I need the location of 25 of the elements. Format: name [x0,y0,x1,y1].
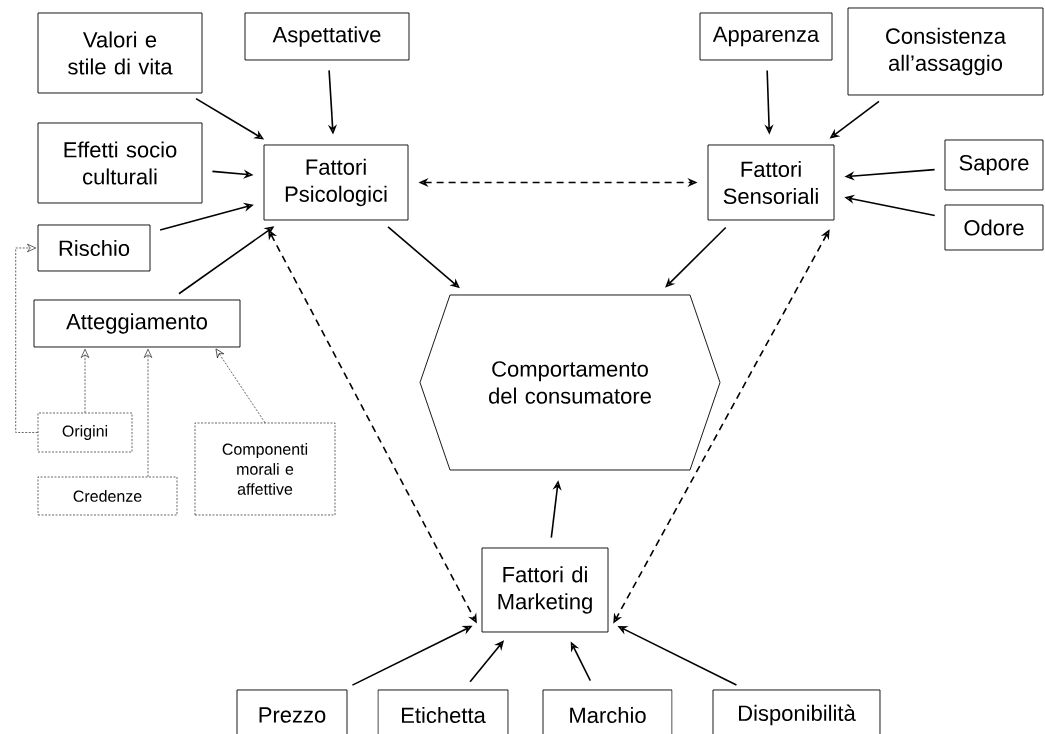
text-box: Disponibilità [712,689,881,734]
text-box: Effetti socio culturali [37,122,203,204]
text-box: Fattori Psicologici [263,144,409,221]
dotted-text-box: Origini [37,412,133,453]
arrow [665,226,727,288]
text-box: Marchio [542,689,673,734]
hexagon-box: Comportamento del consumatore [419,294,721,471]
arrow [15,243,38,433]
text-box: Valori e stile di vita [37,12,203,94]
arrow [143,348,153,477]
text-box: Etichetta [377,689,509,734]
text-box: Odore [944,204,1044,251]
arrow [215,348,266,423]
text-box: Aspettative [244,12,410,61]
dotted-text-box: Credenze [37,476,178,516]
text-box: Fattori Sensoriali [707,144,835,221]
text-box: Fattori di Marketing [481,547,609,633]
text-box: Rischio [37,224,151,272]
text-box: Consistenza all’assaggio [847,7,1044,96]
text-box: Sapore [944,139,1044,191]
text-box: Prezzo [236,689,348,734]
text-box: Atteggiamento [33,299,241,348]
dotted-text-box: Componenti morali e affettive [194,422,336,516]
text-box: Apparenza [699,12,833,61]
arrow [80,348,90,413]
